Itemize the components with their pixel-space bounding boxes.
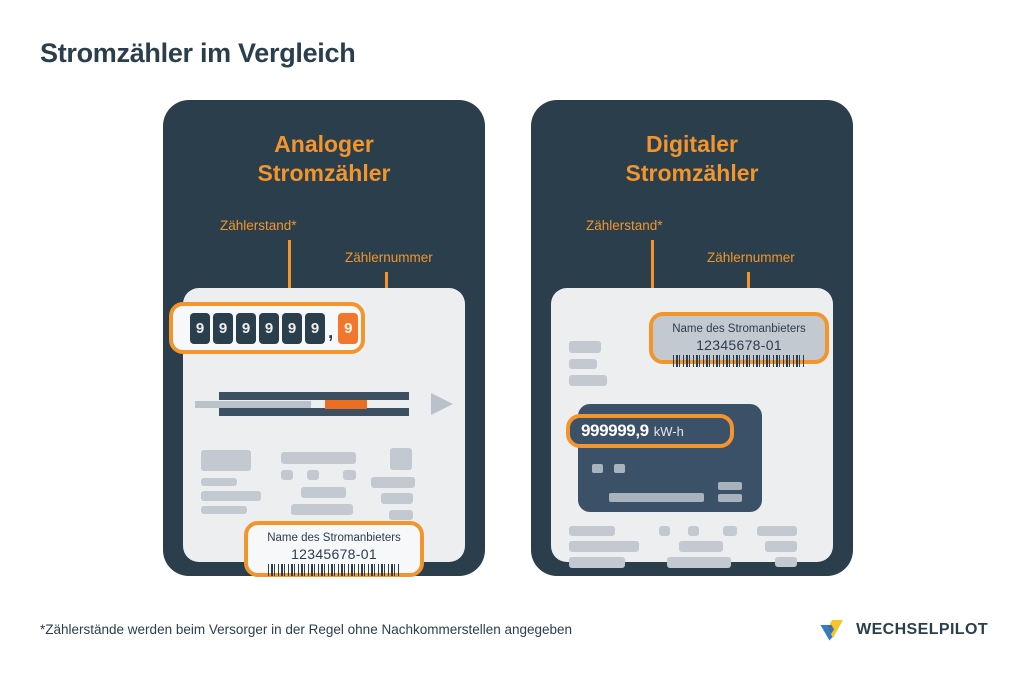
analog-meter-number-label: Name des Stromanbieters 12345678-01: [244, 521, 424, 577]
placeholder-block: [659, 526, 670, 536]
card-analog-title: Analoger Stromzähler: [257, 131, 391, 187]
placeholder-block: [381, 493, 413, 504]
card-digital-title: Digitaler Stromzähler: [625, 131, 759, 187]
analog-digit: 9: [213, 312, 233, 344]
brand-logo: WECHSELPILOT: [819, 618, 988, 642]
card-analog-meter: Analoger Stromzähler Zählerstand* Zähler…: [163, 100, 485, 577]
display-button-left[interactable]: [592, 464, 603, 473]
placeholder-block: [201, 491, 261, 501]
disc-bar-top: [219, 392, 409, 400]
placeholder-block: [343, 470, 356, 480]
analog-digit: 9: [259, 312, 279, 344]
display-corner-bar-bottom: [718, 494, 742, 502]
disc-shaft: [195, 401, 311, 408]
analog-meter-body: 9 9 9 9 9 9 , 9: [169, 288, 465, 577]
placeholder-block: [201, 478, 237, 486]
callout-label-digital-reading: Zählerstand*: [586, 218, 663, 233]
placeholder-block: [201, 506, 247, 514]
placeholder-block: [301, 487, 346, 498]
placeholder-block: [569, 557, 625, 568]
placeholder-block: [390, 448, 412, 470]
analog-decimal-digit: 9: [338, 312, 359, 344]
page-title: Stromzähler im Vergleich: [40, 38, 356, 68]
callout-label-digital-number: Zählernummer: [707, 250, 795, 265]
digital-provider-name: Name des Stromanbieters: [672, 323, 806, 335]
placeholder-block: [667, 557, 731, 568]
placeholder-block: [775, 557, 797, 567]
digital-reading-value: 999999,9: [581, 421, 649, 440]
placeholder-block: [679, 541, 723, 552]
disc-rotation-mark: [325, 400, 367, 409]
placeholder-block: [688, 526, 699, 536]
digital-meter-number-label: Name des Stromanbieters 12345678-01: [649, 312, 829, 367]
display-bottom-bar: [609, 493, 704, 502]
placeholder-block: [569, 541, 639, 552]
digital-meter-number: 12345678-01: [696, 336, 782, 353]
digital-display-panel: 999999,9 kW-h: [566, 404, 762, 512]
placeholder-block: [765, 541, 797, 552]
analog-digit: 9: [282, 312, 302, 344]
callout-label-analog-reading: Zählerstand*: [220, 218, 297, 233]
card-digital-meter: Digitaler Stromzähler Zählerstand* Zähle…: [531, 100, 853, 576]
analog-digit: 9: [190, 312, 210, 344]
placeholder-block: [281, 470, 293, 480]
placeholder-block: [201, 450, 251, 471]
placeholder-block: [291, 504, 353, 515]
digital-reading-unit: kW-h: [653, 423, 684, 439]
placeholder-block: [307, 470, 319, 480]
placeholder-block: [389, 510, 413, 520]
analog-decimal-separator: ,: [328, 322, 334, 343]
placeholder-block: [723, 526, 737, 536]
placeholder-block: [757, 526, 797, 536]
disc-arrow-icon: [431, 393, 453, 415]
analog-meter-number: 12345678-01: [291, 545, 377, 562]
connector-analog-reading: [288, 240, 291, 306]
placeholder-block: [281, 452, 356, 464]
digital-reading-highlight: 999999,9 kW-h: [566, 414, 734, 448]
analog-reading-highlight: 9 9 9 9 9 9 , 9: [169, 302, 365, 354]
placeholder-block: [569, 359, 597, 369]
analog-digit: 9: [236, 312, 256, 344]
analog-disc-mechanism: [195, 388, 453, 420]
placeholder-block: [569, 341, 601, 353]
placeholder-block: [569, 526, 615, 536]
placeholder-block: [569, 375, 607, 386]
checkmark-logo-icon: [820, 620, 844, 641]
brand-name: WECHSELPILOT: [856, 621, 988, 638]
barcode-icon: [673, 354, 805, 367]
placeholder-block: [371, 477, 415, 488]
analog-provider-name: Name des Stromanbieters: [267, 532, 401, 544]
barcode-icon: [268, 563, 400, 576]
display-button-right[interactable]: [614, 464, 625, 473]
display-corner-bar-top: [718, 482, 742, 490]
footnote: *Zählerstände werden beim Versorger in d…: [40, 622, 573, 637]
analog-digit: 9: [305, 312, 325, 344]
digital-meter-body: Name des Stromanbieters 12345678-01 9999…: [551, 288, 833, 568]
disc-bar-bottom: [219, 408, 409, 416]
callout-label-analog-number: Zählernummer: [345, 250, 433, 265]
